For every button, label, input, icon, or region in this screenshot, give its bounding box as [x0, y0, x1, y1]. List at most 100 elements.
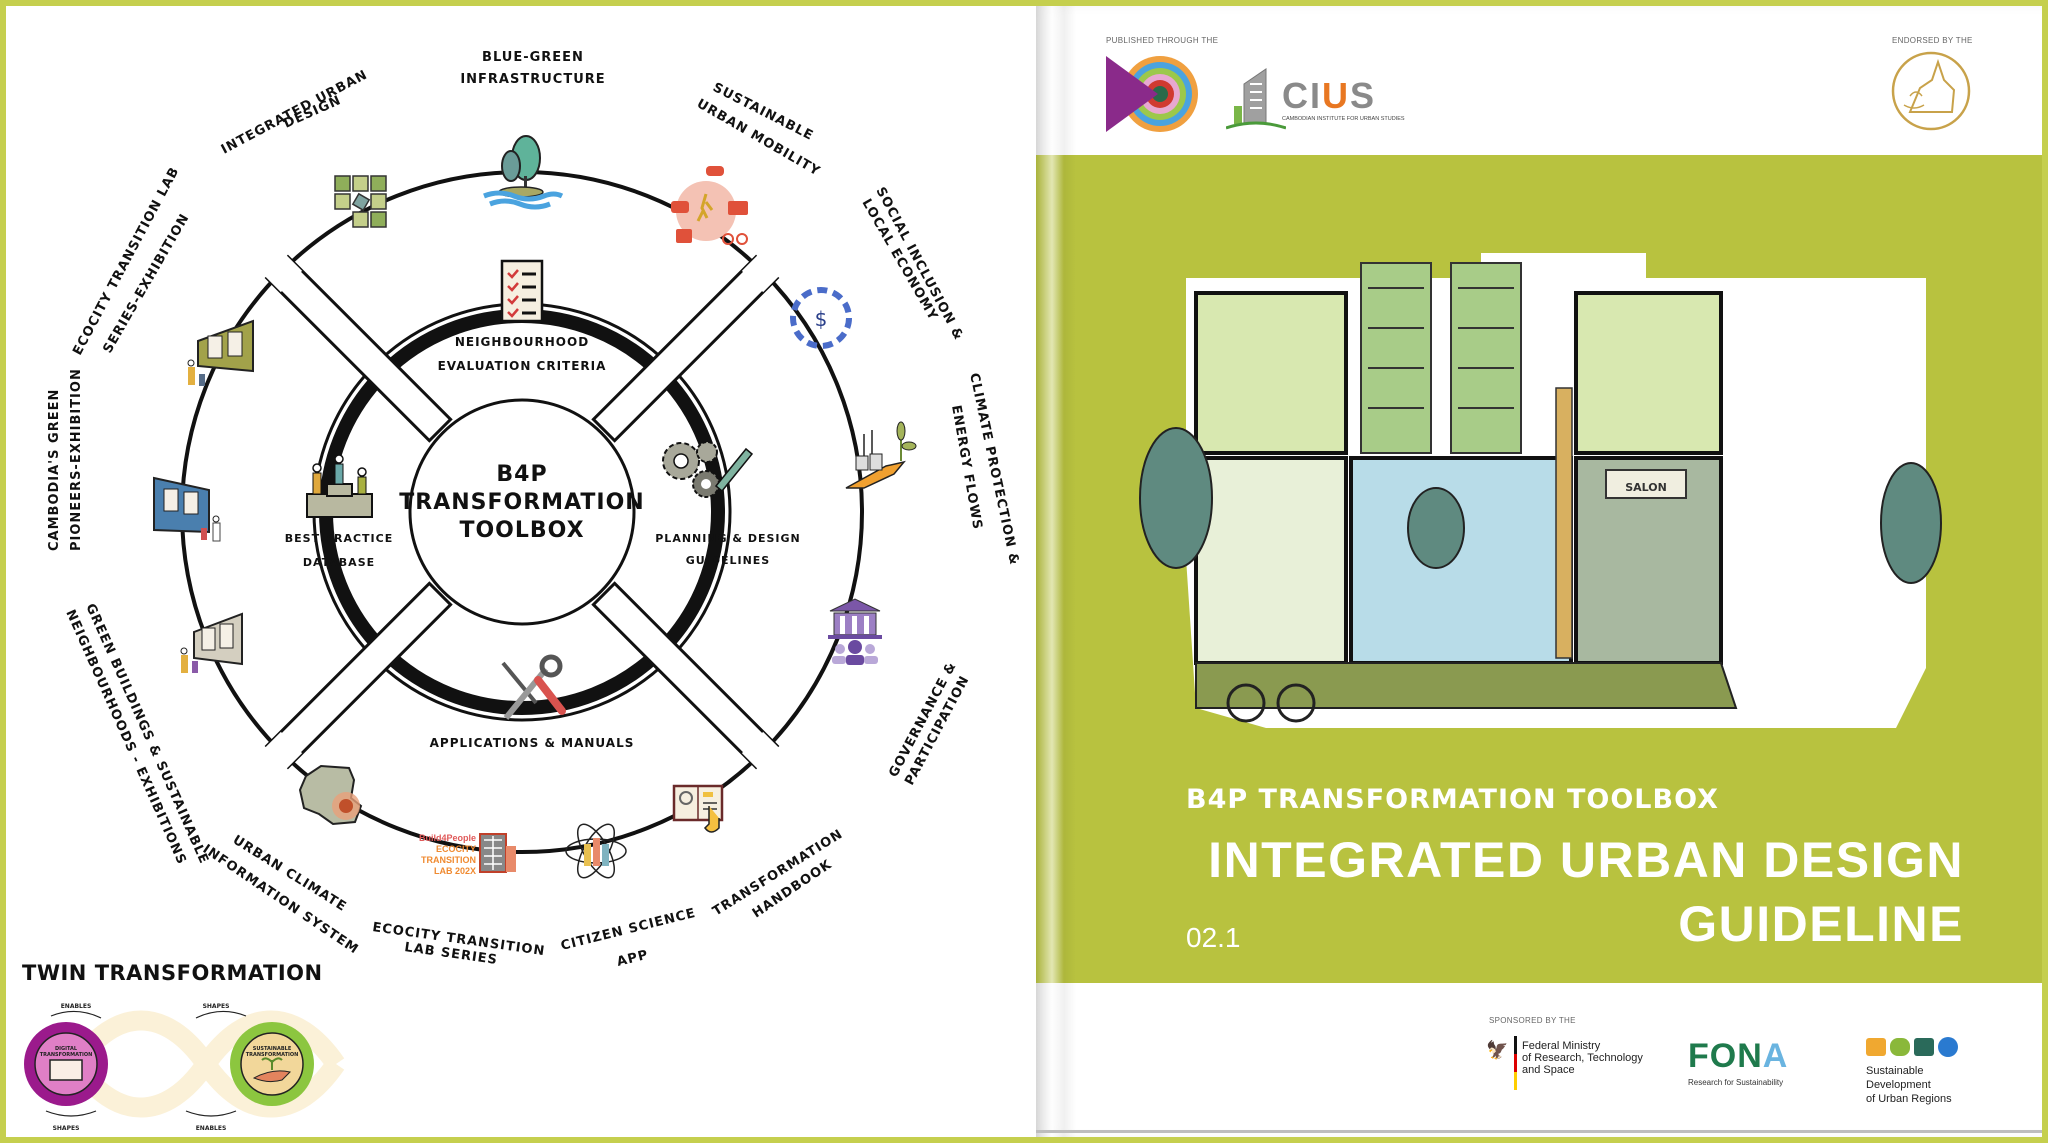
quadrant-label: APPLICATIONS & MANUALS	[430, 736, 635, 750]
ground	[1195, 662, 1738, 709]
quadrant-label: GUIDELINES	[686, 554, 770, 567]
kitchen-room	[1574, 291, 1723, 455]
cius-subtitle: CAMBODIAN INSTITUTE FOR URBAN STUDIES	[1282, 116, 1405, 122]
arrow-icon	[45, 1110, 97, 1117]
endorsement-seal	[1891, 51, 1971, 131]
lab-badge-line: TRANSITION	[421, 855, 476, 865]
svg-text:$: $	[815, 307, 828, 331]
sponsor-line: of Urban Regions	[1866, 1093, 1952, 1105]
fona-tagline: Research for Sustainability	[1688, 1078, 1784, 1087]
sponsor-bmftr: 🦅 Federal Ministry of Research, Technolo…	[1486, 1036, 1666, 1096]
cius-ci: CI	[1282, 75, 1322, 116]
cover-title-line-2: GUIDELINE	[1678, 896, 1964, 952]
segment-ecocity-lab[interactable]: Build4People ECOCITY TRANSITION LAB 202X	[419, 833, 516, 876]
quadrant-label: BEST PRACTICE	[285, 532, 393, 545]
center-title: B4P TRANSFORMATION TOOLBOX	[399, 462, 644, 543]
hand-energy-icon	[845, 421, 917, 489]
twin-arrow-label: ENABLES	[61, 1003, 92, 1010]
eagle-icon: 🦅	[1486, 1040, 1509, 1061]
twin-right-label: SUSTAINABLE	[253, 1046, 292, 1052]
outer-label-citizen-science-2: APP	[615, 948, 650, 970]
book-page-edge	[1036, 1130, 2042, 1133]
quadrant-dividers	[252, 242, 792, 782]
salon-sign	[1605, 469, 1687, 499]
quadrant-neighbourhood-evaluation[interactable]: NEIGHBOURHOOD EVALUATION CRITERIA	[438, 259, 607, 373]
podium-icon	[306, 454, 373, 518]
gears-pencil-icon	[662, 441, 754, 498]
center-title-line-2: TRANSFORMATION	[399, 490, 644, 515]
classroom-room	[1194, 291, 1348, 455]
outer-label-blue-green-2: INFRASTRUCTURE	[460, 72, 605, 87]
salon-sign-text: SALON	[1625, 481, 1667, 494]
segment-integrated-urban-design[interactable]	[334, 175, 387, 228]
cover-number: 02.1	[1186, 922, 1241, 953]
quadrant-label: PLANNING & DESIGN	[655, 532, 800, 545]
sponsor-sure: Sustainable Development of Urban Regions	[1866, 1036, 1986, 1116]
outer-label-blue-green: BLUE-GREEN	[482, 50, 584, 65]
checklist-icon	[500, 259, 544, 323]
quadrant-best-practice[interactable]: BEST PRACTICE DATABASE	[285, 454, 393, 569]
segment-transformation-handbook[interactable]	[672, 784, 724, 833]
segment-citizen-science[interactable]	[565, 819, 627, 883]
lab-building-icon	[479, 833, 516, 873]
twin-arrow-label: SHAPES	[203, 1003, 230, 1010]
twin-transformation-diagram: DIGITAL TRANSFORMATION SUSTAINABLE TRANS…	[24, 1003, 345, 1132]
twin-transformation-title: TWIN TRANSFORMATION	[22, 961, 323, 985]
sponsor-line: Sustainable	[1866, 1065, 1924, 1077]
map-heat-icon	[298, 764, 363, 826]
outer-label-citizen-science: CITIZEN SCIENCE	[559, 906, 697, 954]
lab-badge-line: ECOCITY	[436, 844, 476, 854]
toolbox-wheel: B4P TRANSFORMATION TOOLBOX NEIGHBOURHOOD…	[24, 50, 1022, 1132]
handbook-icon	[672, 784, 724, 833]
quadrant-label: DATABASE	[303, 556, 375, 569]
twin-left-label: DIGITAL	[55, 1046, 78, 1052]
sponsor-line: Federal Ministry	[1522, 1040, 1601, 1052]
cover-title: INTEGRATED URBAN DESIGN GUIDELINE	[1208, 828, 1964, 956]
ladder	[1555, 387, 1573, 659]
hand-sprout-icon	[252, 1070, 291, 1083]
quadrant-planning-design[interactable]: PLANNING & DESIGN GUIDELINES	[655, 441, 800, 567]
publisher-target-logo	[1106, 56, 1198, 132]
segment-green-buildings-exhibition[interactable]	[180, 612, 243, 673]
cius-logo: CIUS CAMBODIAN INSTITUTE FOR URBAN STUDI…	[1226, 64, 1406, 134]
quadrant-label: NEIGHBOURHOOD	[455, 335, 589, 349]
government-people-icon	[828, 598, 882, 665]
outer-label-green-buildings: GREEN BUILDINGS & SUSTAINABLE	[82, 602, 211, 867]
endorsed-label: ENDORSED BY THE	[1892, 36, 1973, 45]
sure-logo	[1866, 1037, 1958, 1057]
tools-icon	[501, 654, 566, 720]
tree-water-icon	[483, 135, 564, 210]
quadrant-label: EVALUATION CRITERIA	[438, 359, 607, 373]
segment-urban-climate-info[interactable]	[298, 764, 363, 826]
cius-wordmark: CIUS	[1282, 78, 1376, 114]
outer-label-green-pioneers: CAMBODIA'S GREEN	[47, 389, 62, 551]
published-label: PUBLISHED THROUGH THE	[1106, 36, 1219, 45]
outer-label-social-inclusion: SOCIAL INCLUSION &	[872, 185, 966, 343]
lab-badge-brand: Build4People	[419, 833, 476, 843]
quadrant-applications-manuals[interactable]: APPLICATIONS & MANUALS	[430, 654, 635, 750]
cius-u: U	[1322, 75, 1350, 116]
segment-sustainable-urban-mobility[interactable]	[671, 166, 748, 245]
segment-green-pioneers-exhibition[interactable]	[153, 476, 221, 542]
community-dollar-icon: $	[790, 287, 852, 349]
cover-title-line-1: INTEGRATED URBAN DESIGN	[1208, 832, 1964, 888]
segment-climate-protection[interactable]	[845, 421, 917, 489]
segment-governance[interactable]	[828, 598, 882, 665]
arrow-icon	[50, 1010, 102, 1019]
outer-label-green-pioneers-2: PIONEERS-EXHIBITION	[69, 368, 84, 551]
exhibition-board-icon	[153, 476, 221, 542]
twin-arrow-label: SHAPES	[53, 1125, 80, 1132]
twin-right-label: TRANSFORMATION	[246, 1052, 299, 1058]
exhibition-board-icon	[187, 319, 254, 386]
arrow-icon	[185, 1110, 237, 1117]
segment-ecocity-exhibition[interactable]	[187, 319, 254, 386]
cover-illustration: SALON	[1139, 253, 1942, 728]
cius-s: S	[1350, 75, 1377, 116]
segment-blue-green-infrastructure[interactable]	[483, 135, 564, 210]
tree-left	[1139, 427, 1213, 569]
twin-left-label: TRANSFORMATION	[40, 1052, 93, 1058]
book-cover: PUBLISHED THROUGH THE CIUS CAMBODIAN INS…	[1036, 6, 2042, 1137]
sponsored-label: SPONSORED BY THE	[1489, 1016, 1576, 1025]
segment-social-inclusion[interactable]: $	[790, 287, 852, 349]
cover-kicker: B4P TRANSFORMATION TOOLBOX	[1186, 784, 1719, 815]
